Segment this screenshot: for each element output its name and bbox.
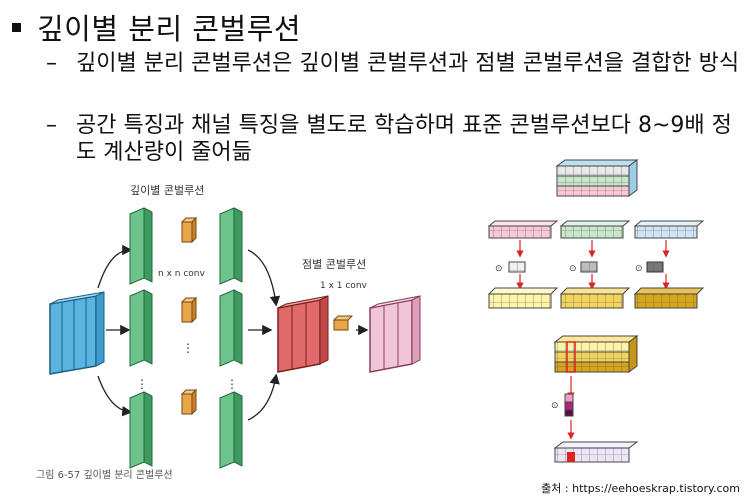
pointwise-kernel [564, 393, 574, 417]
sub-point-2: – 공간 특징과 채널 특징을 별도로 학습하며 표준 콘벌루션보다 8~9배 … [46, 112, 746, 166]
source-credit: 출처 : https://eehoeskrap.tistory.com [541, 482, 740, 495]
merged-tensor [277, 295, 329, 373]
figure-caption: 그림 6-57 깊이별 분리 콘벌루션 [36, 469, 173, 481]
label-pointwise: 점별 콘벌루션 [302, 258, 366, 271]
depthwise-separable-grid-diagram: ⊙ ⊙ ⊙ ⊙ [487, 159, 705, 463]
depthwise-output-1 [219, 207, 243, 285]
depthwise-output-2 [219, 289, 243, 367]
slice-green [559, 220, 631, 239]
output-tensor [369, 295, 421, 373]
odot-symbol: ⊙ [569, 264, 577, 274]
label-1x1-conv: 1 x 1 conv [320, 281, 368, 291]
input-tensor [49, 291, 105, 375]
sub-point-1: – 깊이별 분리 콘벌루션은 깊이별 콘벌루션과 점별 콘벌루션을 결합한 방식 [46, 50, 746, 77]
label-nxn-conv: n x n conv [158, 269, 205, 279]
ellipsis: ⋮ [136, 377, 148, 391]
dash-marker: – [46, 113, 57, 138]
combined-stack [553, 335, 639, 373]
depthwise-filter-1 [129, 207, 153, 285]
depthwise-filter-2 [129, 289, 153, 367]
sub-point-text: 공간 특징과 채널 특징을 별도로 학습하며 표준 콘벌루션보다 8~9배 정도… [76, 113, 732, 165]
odot-symbol: ⊙ [495, 264, 503, 274]
kernel-3 [180, 388, 198, 416]
label-depthwise: 깊이별 콘벌루션 [130, 184, 204, 197]
yellow-output-3 [633, 287, 705, 309]
depthwise-output-3 [219, 391, 243, 469]
final-output [553, 441, 639, 463]
odot-symbol: ⊙ [551, 401, 559, 411]
bullet-square-icon [12, 22, 21, 32]
depthwise-filter-3 [129, 391, 153, 469]
slice-pink [487, 220, 559, 239]
slice-blue [633, 220, 705, 239]
pointwise-kernel [332, 315, 354, 331]
depthwise-separable-diagram: 깊이별 콘벌루션 n x n conv 점별 콘벌루션 1 x 1 conv ⋮ [36, 184, 421, 481]
kernel-1 [180, 216, 198, 244]
odot-symbol: ⊙ [635, 264, 643, 274]
sub-point-text: 깊이별 분리 콘벌루션은 깊이별 콘벌루션과 점별 콘벌루션을 결합한 방식 [76, 51, 740, 76]
slide-heading: 깊이별 분리 콘벌루션 [37, 12, 302, 46]
kernel-2 [180, 296, 198, 324]
input-stack [555, 159, 639, 197]
ellipsis: ⋮ [226, 377, 238, 391]
yellow-output-2 [559, 287, 631, 309]
ellipsis: ⋮ [182, 341, 194, 355]
dash-marker: – [46, 51, 57, 76]
main-bullet: 깊이별 분리 콘벌루션 [12, 6, 301, 48]
yellow-output-1 [487, 287, 559, 309]
